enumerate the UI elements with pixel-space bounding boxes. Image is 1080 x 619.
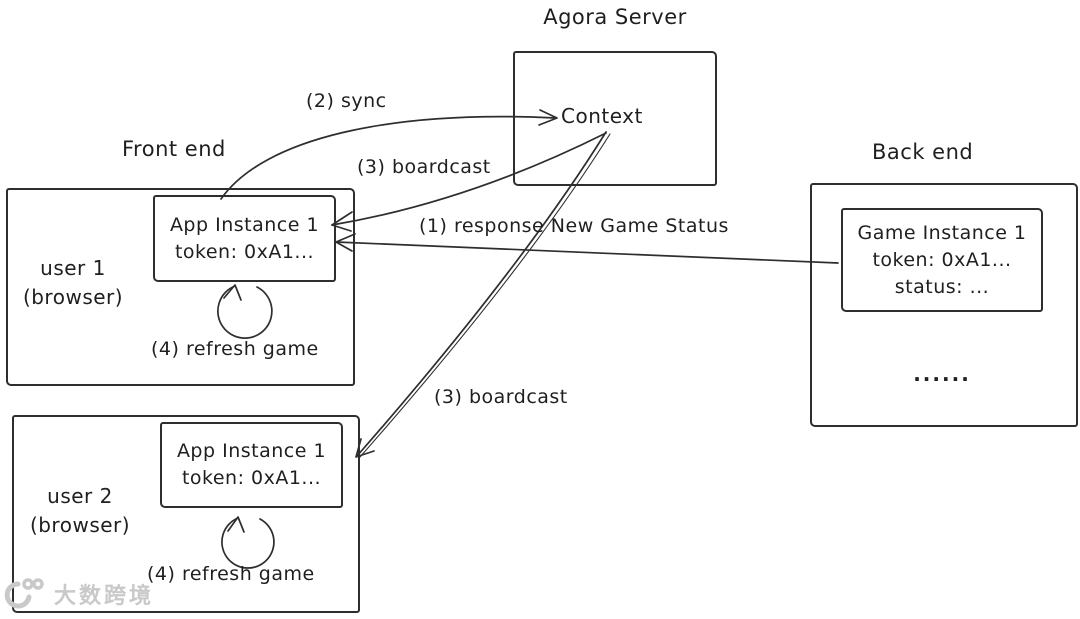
watermark: 大数跨境 xyxy=(4,576,154,612)
user1-app-token: token: 0xA1... xyxy=(174,240,315,263)
edge-label-broadcast-user2: (3) boardcast xyxy=(434,386,568,408)
user1-device: (browser) xyxy=(22,285,124,309)
watermark-logo xyxy=(4,578,44,609)
backend-title: Back end xyxy=(872,140,974,164)
watermark-text: 大数跨境 xyxy=(54,584,155,609)
response-arrow xyxy=(335,233,839,264)
user2-name: user 2 xyxy=(47,484,113,508)
agora-server-box xyxy=(513,51,717,186)
game-instance-status: status: ... xyxy=(894,275,990,298)
edge-label-response: (1) response New Game Status xyxy=(419,215,729,237)
game-instance-box: Game Instance 1 token: 0xA1... status: .… xyxy=(841,208,1043,312)
context-label: Context xyxy=(561,104,643,128)
user1-box xyxy=(6,188,355,386)
user2-device: (browser) xyxy=(29,513,131,537)
edge-label-broadcast-user1: (3) boardcast xyxy=(357,156,491,178)
user2-app-instance-box: App Instance 1 token: 0xA1... xyxy=(160,422,343,508)
edge-label-sync: (2) sync xyxy=(306,90,387,112)
user2-box xyxy=(12,415,360,613)
user2-app-token: token: 0xA1... xyxy=(181,467,322,489)
user1-app-instance-box: App Instance 1 token: 0xA1... xyxy=(153,195,336,282)
user2-label: user 2 (browser) xyxy=(15,482,145,540)
user1-label: user 1 (browser) xyxy=(8,254,138,312)
agora-server-title: Agora Server xyxy=(543,5,687,29)
frontend-title: Front end xyxy=(122,137,226,161)
user2-refresh-label: (4) refresh game xyxy=(147,563,315,585)
user1-name: user 1 xyxy=(40,256,106,280)
sync-arrow xyxy=(220,109,558,200)
game-instance-name: Game Instance 1 xyxy=(857,221,1027,244)
backend-ellipsis: ...... xyxy=(913,362,971,386)
game-instance-token: token: 0xA1... xyxy=(872,248,1012,271)
user2-app-name: App Instance 1 xyxy=(176,440,327,462)
user1-app-name: App Instance 1 xyxy=(169,213,320,236)
backend-box xyxy=(810,183,1078,427)
user1-refresh-label: (4) refresh game xyxy=(151,338,319,360)
